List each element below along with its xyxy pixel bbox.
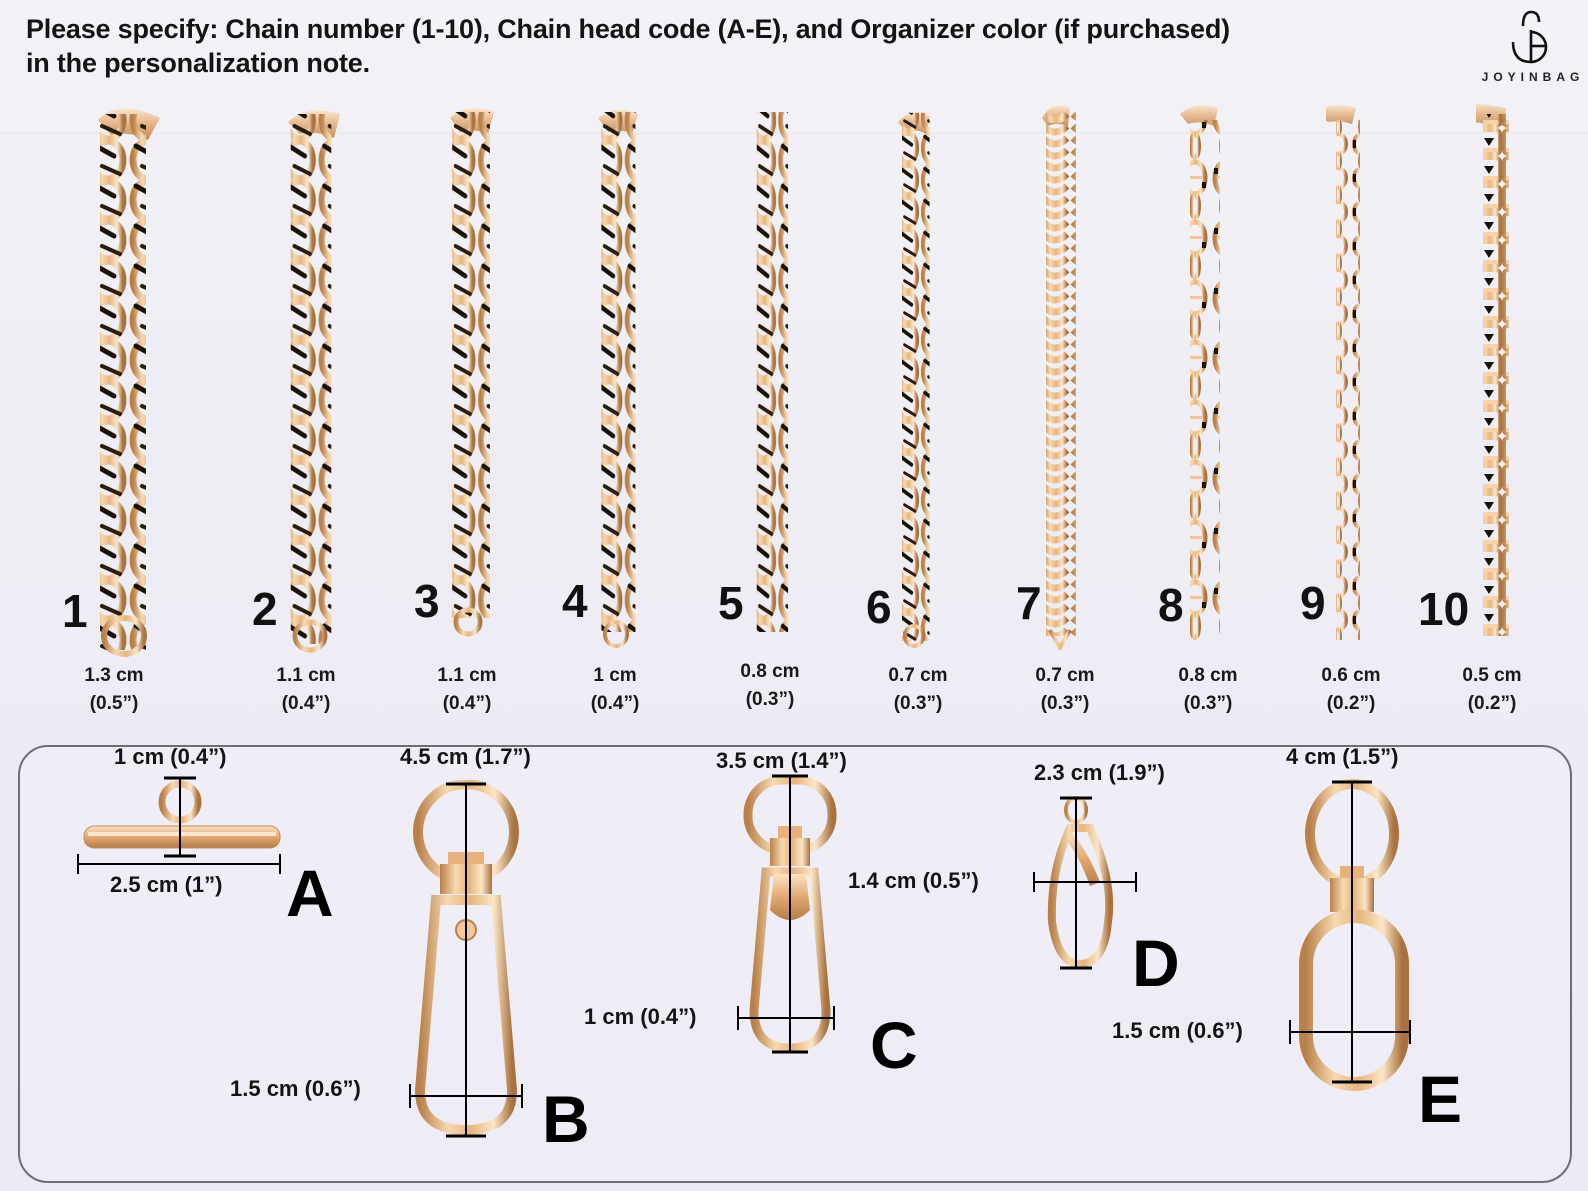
instruction-header: Please specify: Chain number (1-10), Cha…: [26, 12, 1456, 80]
chain-5-size: 0.8 cm(0.3”): [740, 661, 800, 710]
chain-7-number: 7: [1016, 577, 1042, 629]
chain-5-number: 5: [718, 577, 744, 629]
chain-1-number: 1: [62, 585, 88, 637]
chain-4-number: 4: [562, 575, 588, 627]
instruction-line-1: Please specify: Chain number (1-10), Cha…: [26, 14, 1230, 44]
chain-10-size: 0.5 cm(0.2”): [1462, 665, 1522, 714]
display-shelf-edge: [0, 132, 1588, 136]
jb-monogram-icon: [1511, 10, 1548, 64]
instruction-line-2: in the personalization note.: [26, 48, 370, 78]
chain-head-d-code: D: [1132, 926, 1180, 1000]
chain-head-e-code: E: [1418, 1062, 1463, 1136]
chain-head-e-top-dimension: 4 cm (1.5”): [1286, 744, 1399, 769]
chain-6-number: 6: [866, 581, 892, 633]
chain-head-c-width-dimension: 1 cm (0.4”): [584, 1004, 697, 1029]
chain-head-d-top-dimension: 2.3 cm (1.9”): [1034, 760, 1165, 785]
chain-4-image: [594, 100, 644, 650]
brand-name: JOYINBAG: [1481, 70, 1585, 84]
chain-8-number: 8: [1158, 579, 1184, 631]
chain-head-c-top-dimension: 3.5 cm (1.4”): [716, 748, 847, 773]
chain-head-b-code: B: [542, 1082, 590, 1156]
chain-head-b-image: [409, 780, 523, 1138]
chain-8-size: 0.8 cm(0.3”): [1178, 665, 1238, 714]
chain-head-e-image: [1289, 779, 1411, 1091]
chain-9-size: 0.6 cm(0.2”): [1321, 665, 1381, 714]
chain-1-image: [88, 100, 162, 660]
chain-head-a-code: A: [286, 856, 334, 930]
chain-head-a-image: [77, 776, 281, 874]
chain-9-number: 9: [1300, 577, 1326, 629]
chain-9-image: [1326, 100, 1370, 650]
chain-1-size: 1.3 cm(0.5”): [84, 665, 144, 714]
chain-head-b-width-dimension: 1.5 cm (0.6”): [230, 1076, 361, 1101]
chain-5-image: [750, 100, 796, 640]
chain-2-number: 2: [252, 583, 278, 635]
chain-10-number: 10: [1418, 583, 1470, 635]
chain-4-size: 1 cm(0.4”): [590, 665, 640, 714]
chain-head-d-width-dimension: 1.4 cm (0.5”): [848, 868, 979, 893]
chain-head-d-image: [1033, 796, 1137, 970]
chain-head-a-top-dimension: 1 cm (0.4”): [114, 744, 227, 769]
chain-7-image: [1040, 100, 1084, 650]
chain-head-b-top-dimension: 4.5 cm (1.7”): [400, 744, 531, 769]
chain-head-c-code: C: [870, 1008, 918, 1082]
chain-head-c-image: [737, 774, 837, 1054]
chain-2-size: 1.1 cm(0.4”): [276, 665, 336, 714]
chain-3-number: 3: [414, 575, 440, 627]
chain-6-image: [896, 100, 938, 650]
chain-7-size: 0.7 cm(0.3”): [1035, 665, 1095, 714]
chain-10-image: [1476, 100, 1516, 650]
chain-head-e-width-dimension: 1.5 cm (0.6”): [1112, 1018, 1243, 1043]
chain-head-a-width-dimension: 2.5 cm (1”): [110, 872, 223, 897]
chain-3-size: 1.1 cm(0.4”): [437, 665, 497, 714]
chain-3-image: [444, 100, 500, 640]
brand-logo: JOYINBAG: [1476, 8, 1586, 98]
chain-2-image: [282, 100, 342, 660]
chain-6-size: 0.7 cm(0.3”): [888, 665, 948, 714]
chain-8-image: [1180, 100, 1230, 650]
